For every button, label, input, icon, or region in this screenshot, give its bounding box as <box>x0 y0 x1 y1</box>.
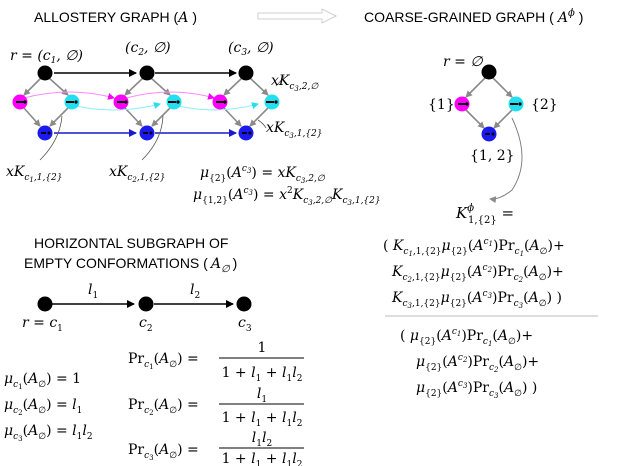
node-cyan <box>64 94 80 110</box>
node-blue <box>238 125 254 141</box>
coarse-bottom-label: {1, 2} <box>470 148 515 164</box>
edge-label-c1-1-2: xKc1,1,{2} <box>6 164 63 184</box>
edge-cyan <box>67 102 161 111</box>
pr-c3-denominator: 1 + l1 + l1l2 <box>222 451 303 466</box>
edge-label-c3-2-empty: xKc3,2,∅ <box>271 73 319 93</box>
pointer-line <box>275 75 285 87</box>
node-magenta <box>113 94 129 110</box>
edge-gray <box>249 77 269 96</box>
allostery-graph: r = (c1, ∅) (c2, ∅) (c3, ∅) <box>6 40 381 207</box>
edge-gray <box>249 107 269 127</box>
edge-gray <box>23 77 42 96</box>
edge-magenta <box>125 91 215 100</box>
edge-gray <box>124 107 143 127</box>
denominator-line-1: ( μ{2}(Ac1)Prc1(A∅)+ <box>400 327 533 348</box>
edge-gray <box>465 109 485 129</box>
pointer-line <box>141 115 164 161</box>
edge-magenta <box>23 91 115 100</box>
pr-c1-lhs: Prc1(A∅) = <box>128 351 199 371</box>
node-cyan <box>264 94 280 110</box>
node-black <box>37 65 53 81</box>
mu-12-equation: μ{1,2}(Ac3) = x2Kc3,2,∅Kc3,1,{2} <box>193 186 381 207</box>
edge-gray <box>151 107 171 127</box>
pr-c3-lhs: Prc3(A∅) = <box>128 442 199 462</box>
pointer-line <box>39 115 63 161</box>
node-magenta <box>12 94 28 110</box>
pointer-line <box>257 119 267 129</box>
edge-gray <box>492 77 513 98</box>
coarse-node-blue <box>481 126 497 142</box>
node-label-c1-empty: r = (c1, ∅) <box>10 48 83 66</box>
pr-c1-numerator: 1 <box>258 340 267 356</box>
mu-c2-equation: μc2(A∅) = l1 <box>4 397 82 417</box>
node-label-c2-empty: (c2, ∅) <box>125 40 171 58</box>
mu-c3-equation: μc3(A∅) = l1l2 <box>4 423 93 443</box>
node-label-c3: c3 <box>238 315 252 334</box>
edge-gray <box>23 107 41 127</box>
pointer-arrow <box>489 117 523 204</box>
edge-label-l1: l1 <box>88 282 98 301</box>
numerator-line-1: ( Kc1,1,{2}μ{2}(Ac1)Prc1(A∅)+ <box>383 237 565 258</box>
horizontal-subgraph: l1 l2 r = c1 c2 c3 μc1(A∅) = 1 μc2(A∅) =… <box>4 282 304 466</box>
horizontal-title-line2: EMPTY CONFORMATIONS (A∅) <box>24 255 237 275</box>
node-blue <box>139 125 155 141</box>
pr-c2-numerator: l1 <box>257 386 267 405</box>
pr-c2-lhs: Prc2(A∅) = <box>128 397 199 417</box>
edge-gray <box>223 107 242 127</box>
node-label-c1: r = c1 <box>22 315 63 334</box>
coarse-left-label: {1} <box>428 97 455 113</box>
node-blue <box>37 125 53 141</box>
denominator-line-3: μ{2}(Ac3)Prc3(A∅) ) <box>416 379 537 400</box>
numerator-line-3: Kc3,1,{2}μ{2}(Ac3)Prc3(A∅) ) <box>391 289 562 310</box>
node-black <box>139 65 155 81</box>
edge-gray <box>49 107 69 127</box>
edge-label-c2-1-2: xKc2,1,{2} <box>109 164 166 184</box>
edge-label-c3-1-2: xKc3,1,{2} <box>266 120 323 140</box>
coarse-node-cyan <box>508 96 524 112</box>
node-c2 <box>138 296 154 312</box>
mu-c1-equation: μc1(A∅) = 1 <box>4 371 81 391</box>
coarse-node-magenta <box>454 96 470 112</box>
coarse-node-root <box>481 64 497 80</box>
horizontal-title-line1: HORIZONTAL SUBGRAPH OF <box>34 235 228 251</box>
node-magenta <box>212 94 228 110</box>
node-cyan <box>166 94 182 110</box>
mu-2-equation: μ{2}(Ac3) = xKc3,2,∅ <box>200 164 326 185</box>
denominator-line-2: μ{2}(Ac2)Prc2(A∅)+ <box>416 353 539 374</box>
node-label-c3-empty: (c3, ∅) <box>228 40 274 58</box>
pr-c1-denominator: 1 + l1 + l1l2 <box>222 365 303 384</box>
node-black <box>238 65 254 81</box>
pr-c3-numerator: l1l2 <box>252 430 272 449</box>
coarse-right-label: {2} <box>531 97 558 113</box>
edge-gray <box>223 77 243 96</box>
transform-arrow <box>257 8 338 24</box>
edge-label-l2: l2 <box>190 282 200 301</box>
allostery-graph-title: ALLOSTERY GRAPH (A) <box>34 9 197 26</box>
edge-gray <box>124 77 144 96</box>
numerator-line-2: Kc2,1,{2}μ{2}(Ac2)Prc2(A∅)+ <box>391 263 564 284</box>
edge-gray <box>493 109 513 129</box>
node-c1 <box>37 296 53 312</box>
edge-gray <box>465 77 486 98</box>
node-label-c2: c2 <box>139 315 153 334</box>
pr-c2-denominator: 1 + l1 + l1l2 <box>222 410 303 429</box>
node-c3 <box>236 296 252 312</box>
coarse-root-label: r = ∅ <box>443 54 483 70</box>
coarse-graph-title: COARSE-GRAINED GRAPH (Aϕ) <box>364 8 583 26</box>
